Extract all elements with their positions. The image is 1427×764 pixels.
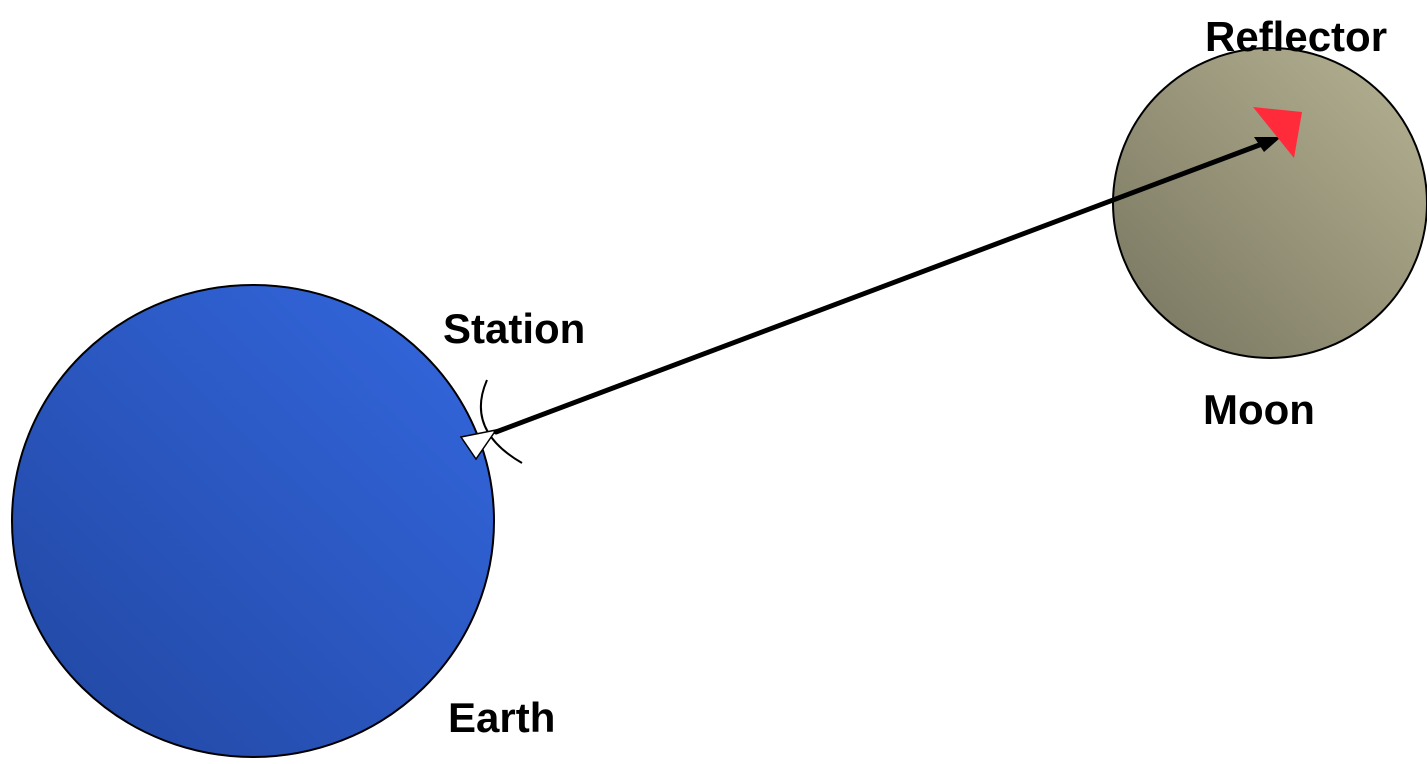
laser-beam-line (493, 141, 1265, 435)
earth-circle (11, 284, 495, 758)
moon-label: Moon (1203, 386, 1315, 433)
reflector-label: Reflector (1205, 13, 1387, 60)
station-label: Station (443, 305, 585, 352)
earth-label: Earth (448, 694, 555, 741)
station-marker-icon (459, 428, 498, 461)
reflector-marker-icon (1253, 107, 1302, 158)
station-arc (479, 379, 523, 464)
laser-beam-arrowhead (1254, 137, 1281, 152)
moon-circle (1112, 47, 1427, 359)
